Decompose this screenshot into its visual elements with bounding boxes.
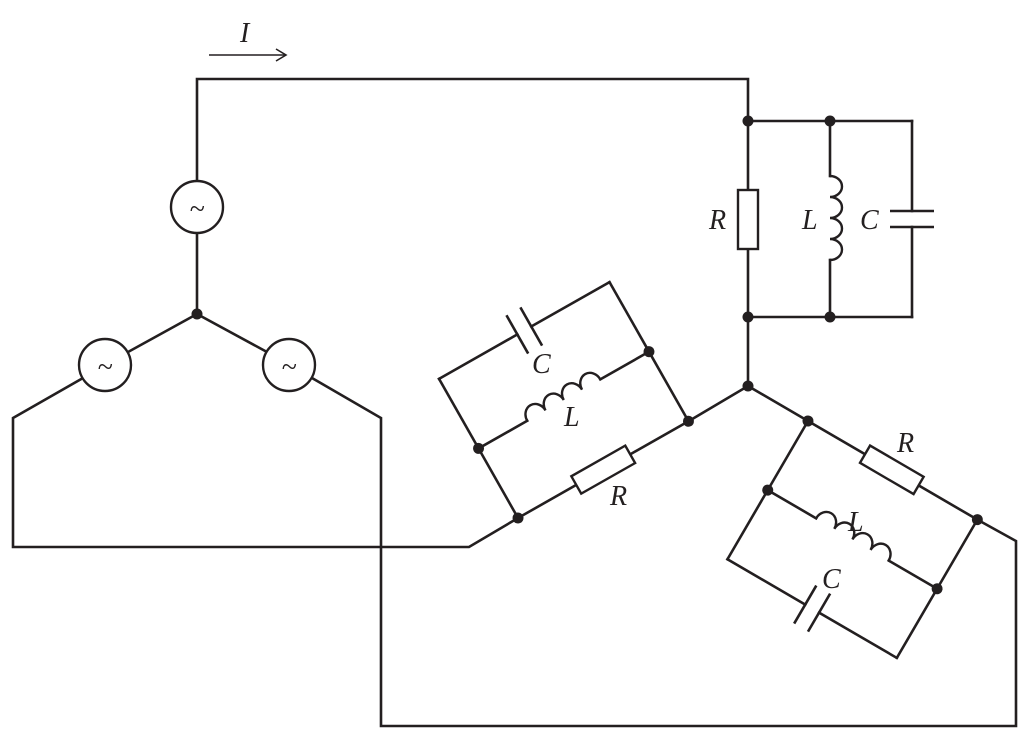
branch-right xyxy=(725,415,983,660)
label-right-l: L xyxy=(847,507,864,538)
wiring xyxy=(11,77,1018,728)
capacitor-left xyxy=(505,306,544,355)
resistor-top xyxy=(736,188,760,251)
load-star-node xyxy=(742,380,754,392)
branch-left xyxy=(437,280,694,524)
label-left-r: R xyxy=(609,481,627,512)
ac-source-top: ~ xyxy=(169,179,225,235)
inductor-left xyxy=(524,371,602,422)
branch-top xyxy=(736,115,934,323)
sine-wave-icon: ~ xyxy=(281,352,296,383)
inductor-right xyxy=(814,510,892,562)
current-label: I xyxy=(239,18,251,49)
label-top-c: C xyxy=(860,205,879,236)
label-top-r: R xyxy=(708,205,726,236)
sine-wave-icon: ~ xyxy=(189,194,204,225)
inductor-top xyxy=(828,174,844,262)
sine-wave-icon: ~ xyxy=(97,352,112,383)
capacitor-right xyxy=(793,584,832,633)
resistor-left xyxy=(569,444,637,496)
source-star-node xyxy=(191,308,203,320)
capacitor-top xyxy=(890,209,934,229)
label-left-c: C xyxy=(532,349,551,380)
ac-source-right: ~ xyxy=(261,337,317,393)
label-right-c: C xyxy=(822,564,841,595)
current-arrow xyxy=(209,48,288,62)
resistor-right xyxy=(858,443,926,496)
label-left-l: L xyxy=(563,402,580,433)
label-top-l: L xyxy=(801,205,818,236)
ac-source-left: ~ xyxy=(77,337,133,393)
label-right-r: R xyxy=(896,428,914,459)
